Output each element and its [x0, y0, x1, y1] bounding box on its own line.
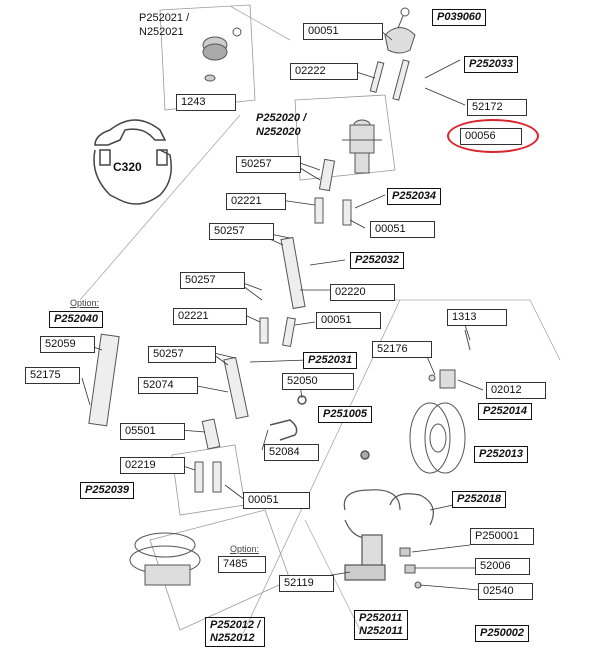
label-1243: 1243: [176, 94, 236, 111]
label-p039060: P039060: [432, 9, 487, 26]
label-52175: 52175: [25, 367, 80, 384]
label-52050: 52050: [282, 373, 354, 390]
label-7485: 7485: [218, 556, 266, 573]
label-p250001: P250001: [470, 528, 534, 545]
label-50257-d: 50257: [148, 346, 216, 363]
label-00051-top: 00051: [303, 23, 383, 40]
label-52176: 52176: [372, 341, 432, 358]
label-05501: 05501: [120, 423, 185, 440]
label-p252021: P252021 /: [139, 12, 190, 24]
label-02220: 02220: [330, 284, 395, 301]
shaft-sections: [88, 158, 352, 493]
label-p252020: P252020 /: [256, 112, 307, 124]
knob-part: [202, 27, 242, 82]
label-p252014: P252014: [478, 403, 533, 420]
label-p252034: P252034: [387, 188, 442, 205]
label-02221-b: 02221: [173, 308, 247, 325]
label-p252012-group: P252012 / N252012: [205, 617, 266, 647]
label-n252012: N252012: [210, 632, 255, 644]
c320-tool: [93, 119, 172, 205]
label-02219: 02219: [120, 457, 185, 474]
label-n252011: N252011: [359, 625, 403, 637]
label-00051-d: 00051: [243, 492, 310, 509]
pin-pair-top: [369, 59, 410, 101]
label-00051-b: 00051: [370, 221, 435, 238]
label-p251005: P251005: [318, 406, 373, 423]
label-52119: 52119: [279, 575, 334, 592]
crank-part: [428, 329, 471, 389]
label-p252013: P252013: [474, 446, 529, 463]
label-option-left: Option:: [70, 298, 100, 308]
label-p252031: P252031: [303, 352, 358, 369]
label-52074: 52074: [138, 377, 198, 394]
label-p252039: P252039: [80, 482, 135, 499]
label-02222: 02222: [290, 63, 358, 80]
label-52059: 52059: [40, 336, 95, 353]
label-n252020: N252020: [256, 126, 301, 138]
label-p252011-group: P252011 N252011: [354, 610, 408, 640]
cap-part: [384, 7, 416, 54]
label-52172: 52172: [467, 99, 527, 116]
label-52006: 52006: [475, 558, 530, 575]
label-p252033: P252033: [464, 56, 519, 73]
label-02012: 02012: [486, 382, 546, 399]
label-p250002: P250002: [475, 625, 530, 642]
label-p252012: P252012 /: [210, 619, 261, 631]
label-option-bottom: Option:: [230, 544, 260, 554]
label-50257-c: 50257: [180, 272, 245, 289]
label-00051-c: 00051: [316, 312, 381, 329]
label-p252040: P252040: [49, 311, 104, 328]
label-02221-a: 02221: [226, 193, 286, 210]
head-part: [342, 119, 382, 174]
label-52084: 52084: [264, 444, 319, 461]
basket-stand-part: [343, 489, 434, 581]
guide-lines: [79, 5, 561, 641]
label-n252021: N252021: [139, 26, 184, 38]
label-50257-a: 50257: [236, 156, 301, 173]
spool-part: [409, 402, 466, 474]
label-1313: 1313: [447, 309, 507, 326]
highlight-ring: [447, 119, 539, 153]
label-p252018: P252018: [452, 491, 507, 508]
label-02540: 02540: [478, 583, 533, 600]
label-50257-b: 50257: [209, 223, 274, 240]
label-p252011: P252011: [359, 612, 403, 624]
label-c320: C320: [113, 160, 142, 174]
label-p252032: P252032: [350, 252, 405, 269]
